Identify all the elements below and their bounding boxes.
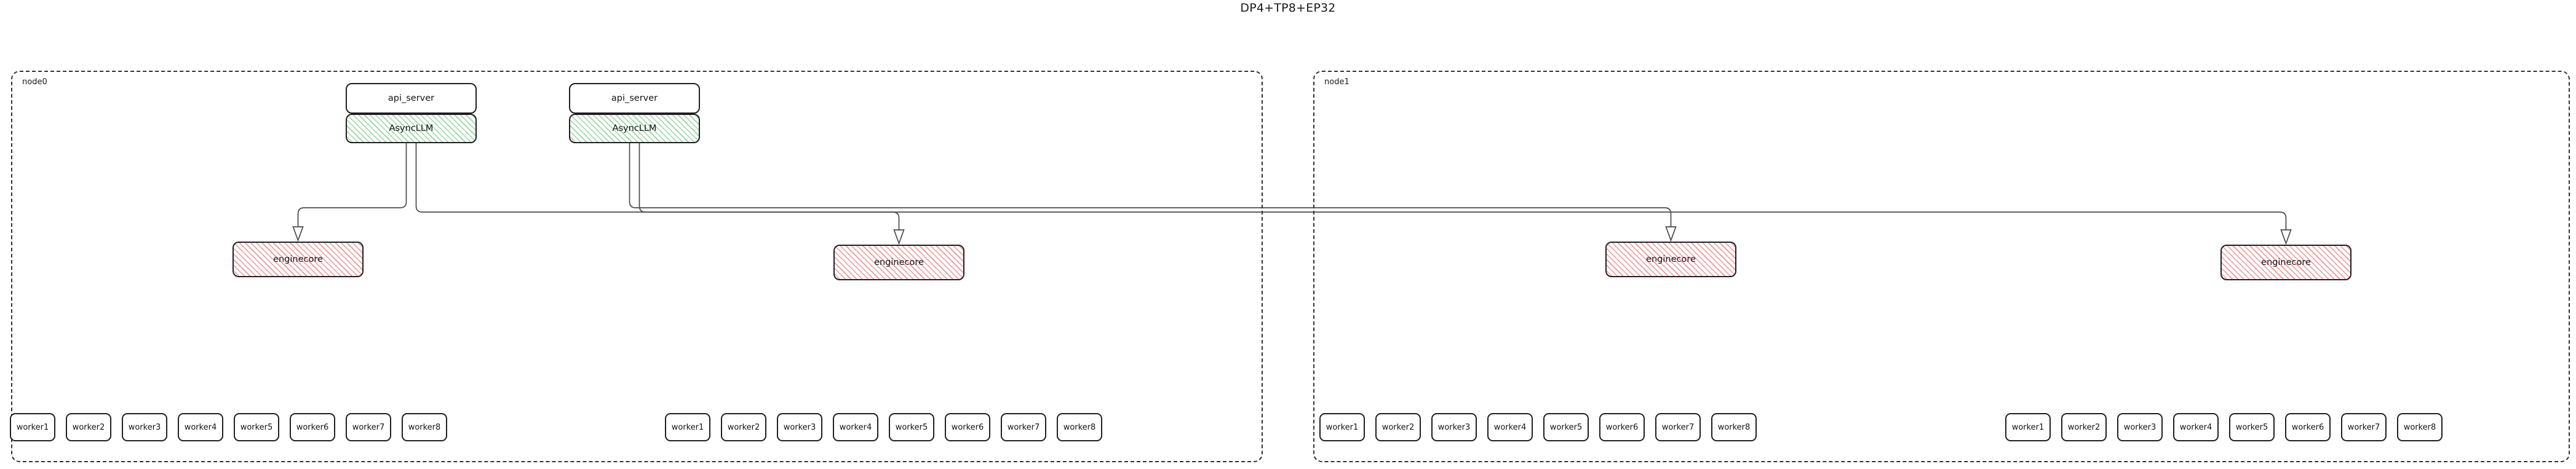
worker-box-node0-1-5-label: worker6: [951, 422, 984, 432]
api-server-box-node0-1[interactable]: api_server: [569, 83, 700, 114]
worker-box-node0-0-5[interactable]: worker6: [290, 413, 335, 441]
worker-box-node1-0-2[interactable]: worker3: [1431, 413, 1477, 441]
worker-box-node0-1-2[interactable]: worker3: [777, 413, 822, 441]
worker-box-node1-0-1[interactable]: worker2: [1375, 413, 1421, 441]
worker-box-node1-1-5-label: worker6: [2291, 422, 2324, 432]
worker-box-node1-1-0-label: worker1: [2011, 422, 2045, 432]
enginecore-box-node0-1-label: enginecore: [874, 258, 924, 267]
worker-box-node0-0-6-label: worker7: [352, 422, 385, 432]
enginecore-box-node0-0-label: enginecore: [273, 254, 323, 264]
worker-box-node1-0-6-label: worker7: [1661, 422, 1695, 432]
enginecore-box-node1-0[interactable]: enginecore: [1605, 242, 1736, 277]
worker-box-node1-1-5[interactable]: worker6: [2285, 413, 2331, 441]
worker-box-node0-1-6[interactable]: worker7: [1001, 413, 1046, 441]
worker-box-node0-1-4[interactable]: worker5: [889, 413, 934, 441]
worker-box-node0-0-7[interactable]: worker8: [402, 413, 447, 441]
worker-box-node1-1-3[interactable]: worker4: [2173, 413, 2219, 441]
api-server-box-node0-1-label: api_server: [611, 93, 658, 103]
page-title: DP4+TP8+EP32: [1240, 1, 1336, 15]
worker-box-node0-0-0[interactable]: worker1: [10, 413, 55, 441]
worker-box-node1-1-0[interactable]: worker1: [2005, 413, 2051, 441]
enginecore-box-node1-1[interactable]: enginecore: [2220, 245, 2351, 280]
asyncllm-box-node0-0-label: AsyncLLM: [389, 124, 434, 133]
asyncllm-box-node0-1-label: AsyncLLM: [612, 124, 657, 133]
worker-box-node1-1-1[interactable]: worker2: [2061, 413, 2107, 441]
worker-box-node1-0-0-label: worker1: [1326, 422, 1359, 432]
worker-box-node1-1-4-label: worker5: [2235, 422, 2268, 432]
enginecore-box-node0-1[interactable]: enginecore: [833, 245, 964, 280]
worker-box-node0-0-2[interactable]: worker3: [122, 413, 167, 441]
asyncllm-box-node0-0[interactable]: AsyncLLM: [346, 114, 477, 143]
worker-box-node0-1-4-label: worker5: [895, 422, 928, 432]
worker-box-node1-1-2-label: worker3: [2123, 422, 2157, 432]
worker-box-node0-1-7[interactable]: worker8: [1057, 413, 1102, 441]
node-cluster-label-node1: node1: [1324, 77, 1350, 87]
worker-box-node1-1-1-label: worker2: [2067, 422, 2101, 432]
worker-box-node0-1-1[interactable]: worker2: [721, 413, 766, 441]
worker-box-node1-1-2[interactable]: worker3: [2117, 413, 2163, 441]
worker-box-node1-0-3-label: worker4: [1493, 422, 1527, 432]
asyncllm-box-node0-1[interactable]: AsyncLLM: [569, 114, 700, 143]
api-server-box-node0-0-label: api_server: [388, 93, 435, 103]
worker-box-node0-1-6-label: worker7: [1007, 422, 1040, 432]
worker-box-node0-0-5-label: worker6: [296, 422, 329, 432]
worker-box-node1-1-4[interactable]: worker5: [2229, 413, 2275, 441]
worker-box-node0-0-4[interactable]: worker5: [234, 413, 279, 441]
worker-box-node0-0-3[interactable]: worker4: [178, 413, 223, 441]
worker-box-node0-0-7-label: worker8: [408, 422, 441, 432]
worker-box-node1-1-7-label: worker8: [2403, 422, 2436, 432]
worker-box-node0-1-5[interactable]: worker6: [945, 413, 990, 441]
enginecore-box-node1-0-label: enginecore: [1646, 254, 1696, 264]
worker-box-node1-0-7-label: worker8: [1717, 422, 1751, 432]
worker-box-node0-0-0-label: worker1: [16, 422, 49, 432]
worker-box-node1-0-4-label: worker5: [1549, 422, 1583, 432]
worker-box-node0-0-1[interactable]: worker2: [66, 413, 111, 441]
worker-box-node1-1-6-label: worker7: [2347, 422, 2380, 432]
worker-box-node1-0-3[interactable]: worker4: [1487, 413, 1533, 441]
worker-box-node1-0-0[interactable]: worker1: [1319, 413, 1365, 441]
node-cluster-node0: node0: [11, 71, 1263, 462]
worker-box-node0-1-3-label: worker4: [839, 422, 872, 432]
worker-box-node1-0-5[interactable]: worker6: [1599, 413, 1645, 441]
api-server-box-node0-0[interactable]: api_server: [346, 83, 477, 114]
worker-box-node1-0-2-label: worker3: [1437, 422, 1471, 432]
worker-box-node1-0-6[interactable]: worker7: [1655, 413, 1701, 441]
worker-box-node0-0-3-label: worker4: [184, 422, 217, 432]
worker-box-node0-1-2-label: worker3: [783, 422, 816, 432]
worker-box-node0-1-3[interactable]: worker4: [833, 413, 878, 441]
worker-box-node1-1-3-label: worker4: [2179, 422, 2212, 432]
worker-box-node1-0-7[interactable]: worker8: [1711, 413, 1757, 441]
node-cluster-node1: node1: [1313, 71, 2570, 462]
worker-box-node0-0-2-label: worker3: [128, 422, 161, 432]
worker-box-node0-1-0[interactable]: worker1: [665, 413, 710, 441]
worker-box-node0-0-1-label: worker2: [72, 422, 105, 432]
worker-box-node1-0-4[interactable]: worker5: [1543, 413, 1589, 441]
worker-box-node0-1-0-label: worker1: [671, 422, 704, 432]
node-cluster-label-node0: node0: [22, 77, 47, 87]
worker-box-node0-1-1-label: worker2: [727, 422, 760, 432]
worker-box-node0-1-7-label: worker8: [1063, 422, 1096, 432]
enginecore-box-node0-0[interactable]: enginecore: [233, 242, 364, 277]
worker-box-node1-1-6[interactable]: worker7: [2341, 413, 2387, 441]
worker-box-node1-0-5-label: worker6: [1605, 422, 1639, 432]
worker-box-node0-0-6[interactable]: worker7: [346, 413, 391, 441]
enginecore-box-node1-1-label: enginecore: [2261, 258, 2311, 267]
worker-box-node0-0-4-label: worker5: [240, 422, 273, 432]
worker-box-node1-1-7[interactable]: worker8: [2397, 413, 2443, 441]
worker-box-node1-0-1-label: worker2: [1381, 422, 1415, 432]
